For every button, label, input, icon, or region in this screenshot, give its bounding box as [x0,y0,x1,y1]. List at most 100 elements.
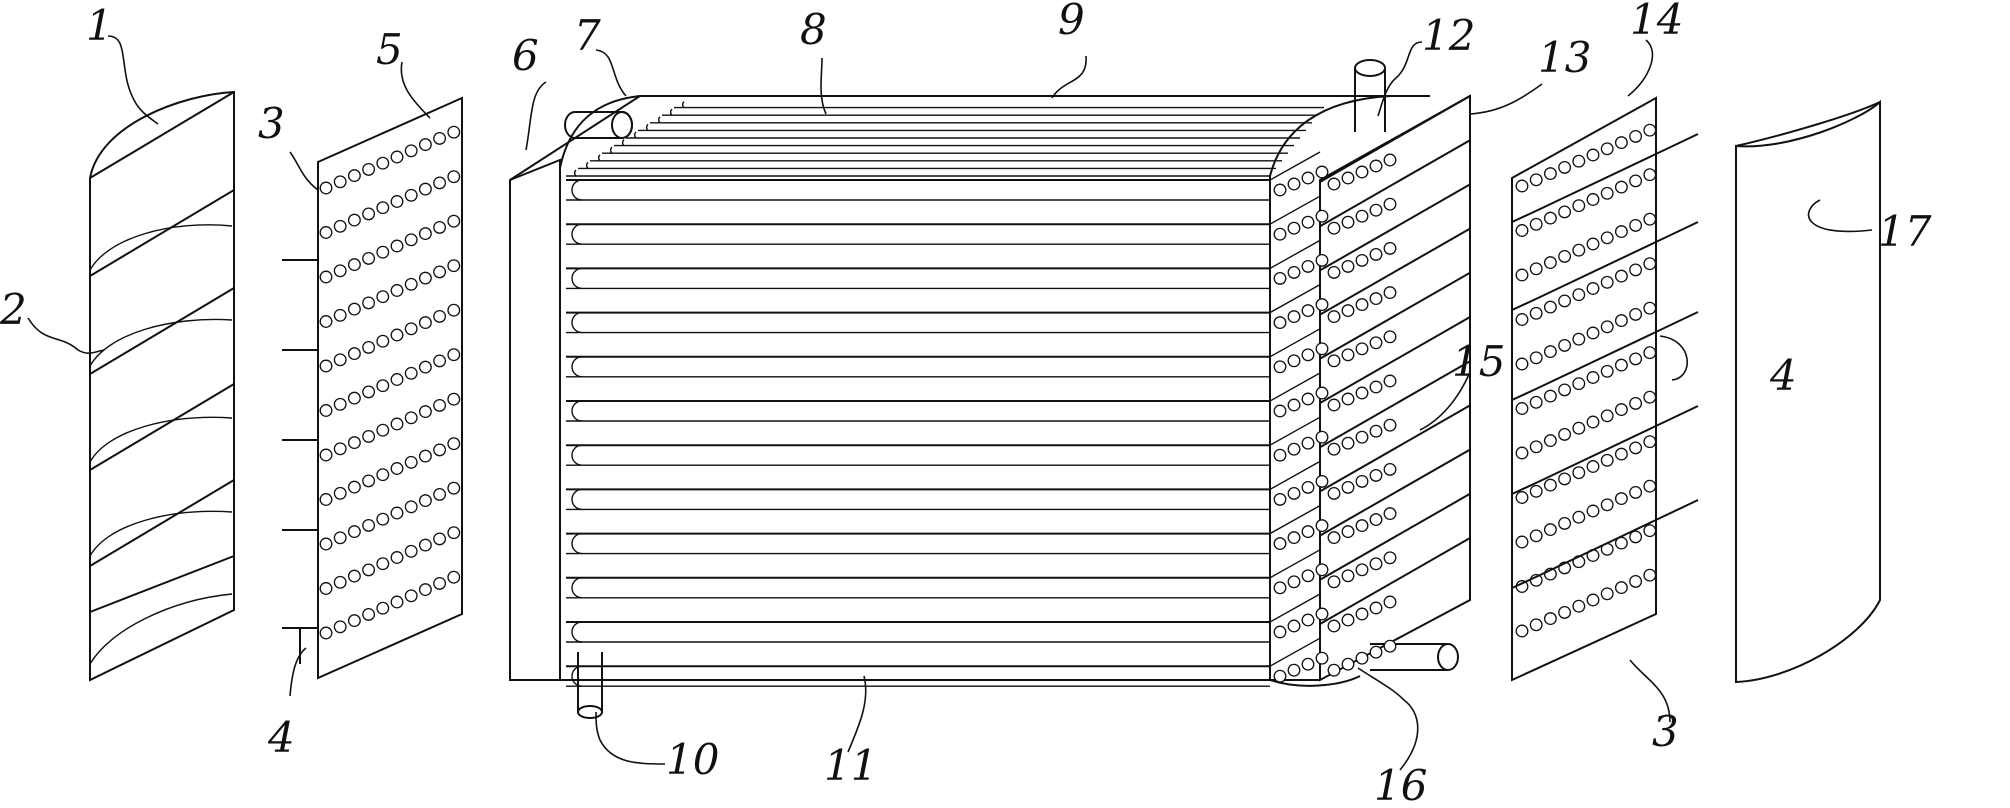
tube-hole [433,354,447,368]
tube-end-hole [1315,165,1329,179]
tube-hole [390,506,404,520]
header-divider [1319,448,1471,537]
tube-hole [447,303,461,317]
header-divider [1319,537,1471,625]
tube-hole [1600,364,1614,378]
tube-hole [1586,193,1600,206]
tube-end-hole [1341,259,1355,273]
header-divider [1319,271,1471,360]
tube-hole [362,162,376,176]
tube-hole [347,213,361,227]
tube-end-hole [1273,316,1287,330]
tube-hole [1643,301,1657,315]
tube-hole [390,595,404,609]
tube-end-hole [1369,203,1383,217]
tube-hole [347,347,361,361]
tube-hole [1529,217,1543,231]
tube-hole [433,487,447,501]
tube-hole [1558,605,1572,619]
tube-hole [376,156,390,170]
tube-end-hole [1315,342,1329,356]
tube-hole [376,512,390,526]
tube-hole [390,551,404,564]
tube-hole [347,569,361,583]
tube-hole [1614,136,1628,150]
tube-hole [404,455,418,469]
tube-end-hole [1301,525,1315,539]
tube-hole [1529,351,1543,365]
tube-edge [1269,151,1321,181]
tube-end-hole [1301,215,1315,229]
tube-hole [333,486,347,500]
tube-end-hole [1301,259,1315,273]
tube-hole [1543,211,1557,225]
tube-hole [418,182,432,196]
tube-end-hole [1369,513,1383,527]
label-3b: 3 [1652,707,1679,756]
tube-hole [1515,268,1529,282]
tube-hole [1600,453,1614,467]
tube-hole [1515,224,1529,237]
tube-hole [1515,402,1529,415]
tube-hole [404,322,418,336]
tube-hole [376,201,390,215]
tube-end-hole [1355,430,1369,444]
tube-end-hole [1287,442,1301,456]
tube-hole [1614,492,1628,506]
tube-end-hole [1287,575,1301,589]
tube-end [571,267,583,290]
baffle-flange [1511,405,1699,495]
tube-edge [1269,195,1321,225]
tube-hole [1586,593,1600,607]
label-9: 9 [1058,0,1085,44]
tube-end-hole [1369,424,1383,438]
tube-end [571,444,583,466]
tube-hole [1614,403,1628,417]
tube-end-hole [1287,531,1301,545]
tube-end-hole [1383,462,1397,476]
tube-hole [1629,263,1643,277]
tube-end [571,621,583,643]
tube-hole [1558,427,1572,441]
label-13: 13 [1538,33,1591,82]
label-1: 1 [86,1,113,50]
label-2: 2 [0,285,27,334]
tube-end-hole [1341,569,1355,583]
tube-end-hole [1369,468,1383,482]
tube-hole [1643,257,1657,271]
tube-hole [1586,326,1600,340]
label-8: 8 [800,5,827,54]
tube-hole [376,245,390,259]
tube-hole [319,181,333,195]
label-4b: 4 [1769,351,1797,400]
label-7: 7 [574,11,601,60]
tube-hole [418,271,432,285]
tube-hole [404,366,418,380]
tube-hole [447,125,461,139]
tube-end-hole [1355,298,1369,312]
tube-hole [1586,460,1600,473]
tube-hole [404,411,418,425]
tube-end-hole [1327,265,1341,279]
tube-hole [1543,523,1557,537]
tube-end [634,131,637,139]
tube-end-hole [1327,663,1341,677]
tube-end [571,311,583,334]
tube-hole [433,443,447,457]
tube-end-hole [1287,265,1301,279]
tube-end-hole [1369,557,1383,571]
tube-hole [433,532,447,546]
tube-end-hole [1315,563,1329,577]
tube-hole [1600,231,1614,245]
tube-hole [1586,148,1600,162]
tube-hole [1529,395,1543,409]
tube-hole [333,575,347,589]
tube-hole [447,481,461,495]
tube-hole [418,538,432,552]
tube-end-hole [1369,247,1383,261]
tube-hole [390,328,404,342]
tube-hole [418,316,432,330]
tube-hole [1643,479,1657,493]
tube-hole [390,239,404,253]
tube-hole [1543,167,1557,181]
